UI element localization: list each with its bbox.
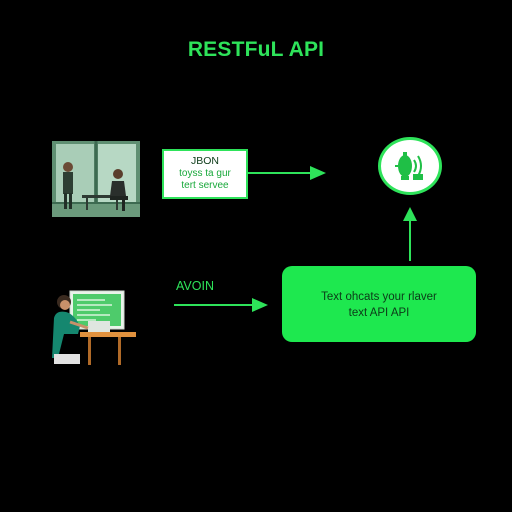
json-card-title: JBON: [190, 155, 219, 167]
json-card-line: tert servee: [181, 180, 229, 191]
arrow-to-main-box: [174, 298, 268, 312]
json-card: JBON toyss ta gur tert servee: [162, 149, 248, 199]
api-description-box: Text ohcats your rlaver text API API: [282, 266, 476, 342]
api-description-line: Text ohcats your rlaver: [321, 291, 437, 303]
api-description-line: text API API: [348, 307, 410, 319]
diagram-title: RESTFuL API: [187, 38, 325, 61]
office-meeting-illustration: [52, 141, 140, 217]
arrow-label: AVOIN: [176, 279, 214, 293]
developer-at-desk-illustration: [52, 290, 136, 365]
arrow-to-server: [248, 166, 326, 180]
api-server-node: [378, 137, 442, 195]
arrow-up-to-server: [403, 207, 417, 261]
json-card-line: toyss ta gur: [179, 168, 231, 179]
api-server-icon: [395, 152, 423, 180]
